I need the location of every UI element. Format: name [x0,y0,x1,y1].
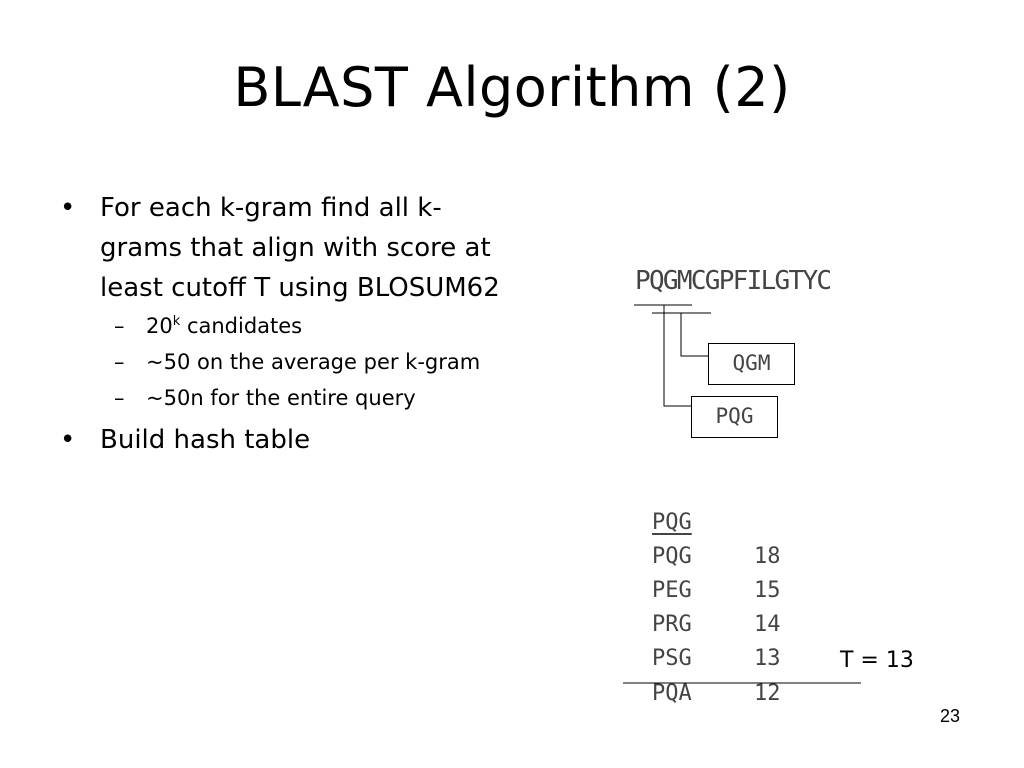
kgram-cell: PEG [652,578,692,603]
sub-bullet-base: 20 [146,314,173,338]
kgram-box-pqg: PQG [691,396,778,438]
bullet-dot-icon: • [60,425,76,455]
qgm-connector [680,313,708,357]
score-cell: 15 [754,578,781,603]
bullet-text: Build hash table [100,425,311,455]
dash-icon: – [114,314,125,338]
threshold-label: T = 13 [840,648,914,673]
sub-bullet-item: – ~50n for the entire query [58,380,508,416]
sub-bullet-text: 20k candidates [146,308,508,344]
kgram-cell: PRG [652,612,692,637]
kgram-cell: PSG [652,646,692,671]
query-sequence: PQGMCGPFILGTYC [635,266,832,296]
bullet-text: For each k-gram find all k-grams that al… [100,193,500,303]
kgram-box-qgm: QGM [708,343,795,385]
slide-title: BLAST Algorithm (2) [233,56,791,119]
dash-icon: – [114,350,125,374]
score-cell: 12 [754,681,781,706]
superscript-k: k [172,314,181,329]
bullet-item: • For each k-gram find all k-grams that … [58,188,508,308]
sub-bullet-item: – 20k candidates [58,308,508,344]
dash-icon: – [114,386,125,410]
kgram-cell: PQA [652,681,692,706]
page-number: 23 [940,706,961,726]
bullet-list: • For each k-gram find all k-grams that … [58,188,508,460]
sub-bullet-text: ~50 on the average per k-gram [146,350,481,374]
sub-bullet-rest: candidates [180,314,303,338]
score-cell: 18 [754,544,781,569]
sub-bullet-text: ~50n for the entire query [146,386,416,410]
bullet-dot-icon: • [60,193,76,223]
kgram-cell: PQG [652,544,692,569]
score-cell: 14 [754,612,781,637]
sub-bullet-item: – ~50 on the average per k-gram [58,344,508,380]
bullet-item: • Build hash table [58,420,508,460]
table-header: PQG [652,510,692,535]
score-cell: 13 [754,646,781,671]
pqg-connector [663,305,691,407]
